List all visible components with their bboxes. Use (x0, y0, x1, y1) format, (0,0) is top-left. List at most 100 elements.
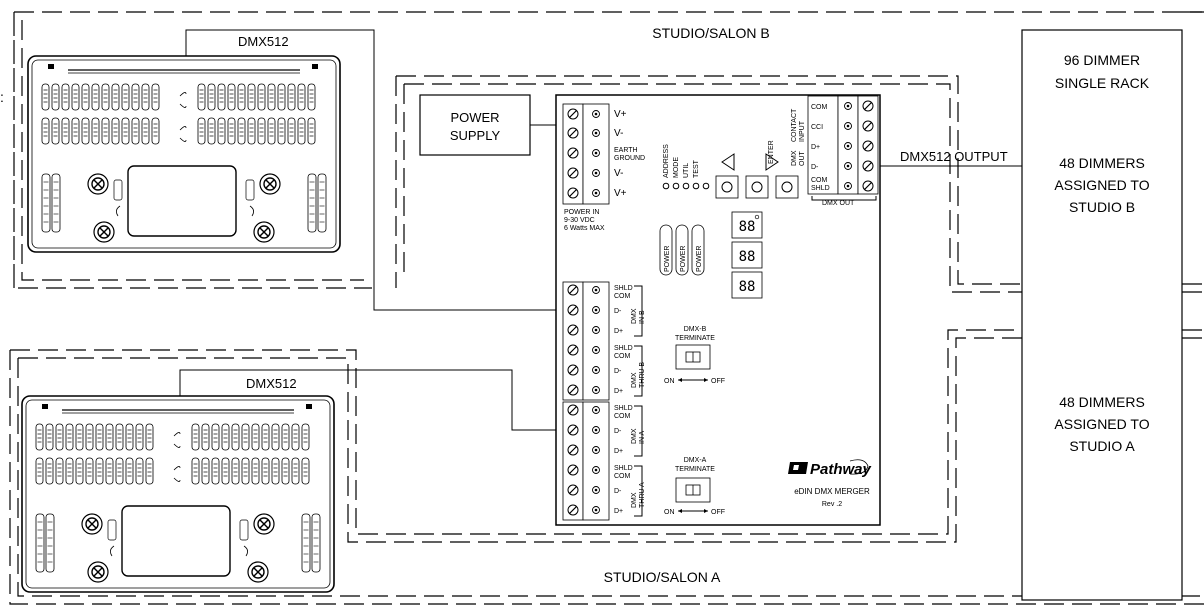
studio-a-zone (9, 329, 1204, 605)
contact-vert-2: INPUT (799, 120, 806, 142)
merger-button-left[interactable] (715, 175, 739, 199)
thru-a-dplus: D+ (614, 508, 623, 515)
rack-studio-a-3: STUDIO A (1069, 438, 1135, 454)
in-b-label-2: IN B (639, 310, 646, 324)
term-earth: EARTH (614, 147, 638, 154)
term-a-on: ON (664, 509, 675, 516)
dmx-out-vert-2: OUT (799, 151, 806, 167)
merger-zone-b (395, 75, 1022, 288)
out-term-dminus: D- (811, 164, 819, 171)
power-in-volts: 9-30 VDC (564, 217, 595, 224)
edge-glyph: : (0, 89, 4, 105)
rack-title-2: SINGLE RACK (1055, 75, 1150, 91)
dmx-out-vert-1: DMX (791, 150, 798, 166)
rack-title-1: 96 DIMMER (1064, 52, 1140, 68)
power-led-label-2: POWER (680, 246, 687, 272)
term-a-label-1: DMX-A (684, 457, 707, 464)
out-term-com2: COM (811, 177, 828, 184)
thru-b-label-1: DMX (631, 372, 638, 388)
thru-a-label-1: DMX (631, 492, 638, 508)
in-a-label-2: IN A (639, 430, 646, 444)
out-term-com: COM (811, 104, 828, 111)
rack-studio-a-1: 48 DIMMERS (1059, 394, 1145, 410)
thru-a-label-2: THRU A (639, 482, 646, 508)
thru-a-dminus: D- (614, 488, 622, 495)
menu-util: UTIL (683, 163, 690, 178)
power-terminal-block (562, 103, 610, 205)
thru-b-label-2: THRU B (639, 362, 646, 388)
menu-mode: MODE (673, 157, 680, 178)
in-b-com: COM (614, 293, 631, 300)
rack-studio-b-1: 48 DIMMERS (1059, 155, 1145, 171)
thru-a-com: COM (614, 473, 631, 480)
term-v-plus-1: V+ (614, 109, 627, 120)
power-leds (659, 224, 705, 276)
term-b-label-1: DMX-B (684, 326, 707, 333)
out-term-shld: SHLD (811, 185, 830, 192)
power-supply-line2: SUPPLY (450, 128, 501, 143)
studio-b-zone (13, 11, 1204, 289)
studio-b-label: STUDIO/SALON B (652, 25, 769, 41)
svg-text:88: 88 (739, 249, 756, 265)
thru-b-dminus: D- (614, 368, 622, 375)
dmx-cable-top (185, 29, 556, 311)
in-b-shld: SHLD (614, 285, 633, 292)
dimmer-rack (1021, 29, 1183, 601)
pathway-logo: Pathway (788, 459, 872, 478)
right-arrow-icon[interactable] (765, 153, 779, 171)
in-b-dplus: D+ (614, 328, 623, 335)
merger-button-dmx-out[interactable] (775, 175, 799, 199)
thru-a-shld: SHLD (614, 465, 633, 472)
contact-vert-1: CONTACT (791, 108, 798, 142)
output-terminal-block (807, 95, 879, 195)
in-a-dminus: D- (614, 428, 622, 435)
rack-studio-b-3: STUDIO B (1069, 199, 1135, 215)
in-a-label-1: DMX (631, 428, 638, 444)
brand-name: Pathway (810, 461, 872, 478)
dmx-a-terminal-block (562, 401, 610, 521)
seven-segment-display: 88 88 88 (731, 211, 763, 299)
power-led-label-1: POWER (664, 246, 671, 272)
terminate-b-switch[interactable] (675, 344, 711, 370)
menu-test: TEST (693, 159, 700, 178)
menu-address: ADDRESS (663, 144, 670, 178)
term-v-minus-2: V- (614, 168, 623, 179)
rack-studio-a-2: ASSIGNED TO (1054, 416, 1149, 432)
menu-leds (662, 182, 710, 190)
term-ground: GROUND (614, 155, 645, 162)
power-supply-line1: POWER (450, 110, 499, 125)
power-in-watts: 6 Watts MAX (564, 225, 605, 232)
dmx-cable-bottom-label: DMX512 (246, 376, 297, 391)
term-a-off: OFF (711, 509, 725, 516)
in-a-shld: SHLD (614, 405, 633, 412)
lighting-console-bottom (22, 396, 334, 592)
in-a-dplus: D+ (614, 448, 623, 455)
in-b-label-1: DMX (631, 308, 638, 324)
in-a-com: COM (614, 413, 631, 420)
term-b-label-2: TERMINATE (675, 335, 715, 342)
thru-b-dplus: D+ (614, 388, 623, 395)
svg-text:88: 88 (739, 219, 756, 235)
term-b-off: OFF (711, 378, 725, 385)
product-rev: Rev .2 (822, 501, 842, 508)
power-supply (419, 94, 531, 156)
enter-label: ENTER (768, 140, 775, 164)
terminate-a-switch[interactable] (675, 477, 711, 503)
left-arrow-icon[interactable] (721, 153, 735, 171)
out-term-cci: CCI (811, 124, 823, 131)
dmx-cable-bottom (179, 369, 556, 431)
term-a-label-2: TERMINATE (675, 466, 715, 473)
power-in-label: POWER IN (564, 209, 599, 216)
term-v-plus-2: V+ (614, 188, 627, 199)
thru-b-shld: SHLD (614, 345, 633, 352)
term-b-on: ON (664, 378, 675, 385)
lighting-console-top (28, 56, 340, 252)
term-v-minus-1: V- (614, 128, 623, 139)
svg-text:88: 88 (739, 279, 756, 295)
dmx-out-label: DMX OUT (822, 200, 855, 207)
merger-button-enter[interactable] (745, 175, 769, 199)
out-term-dplus: D+ (811, 144, 820, 151)
dmx-output-label: DMX512 OUTPUT (900, 149, 1008, 164)
rack-studio-b-2: ASSIGNED TO (1054, 177, 1149, 193)
